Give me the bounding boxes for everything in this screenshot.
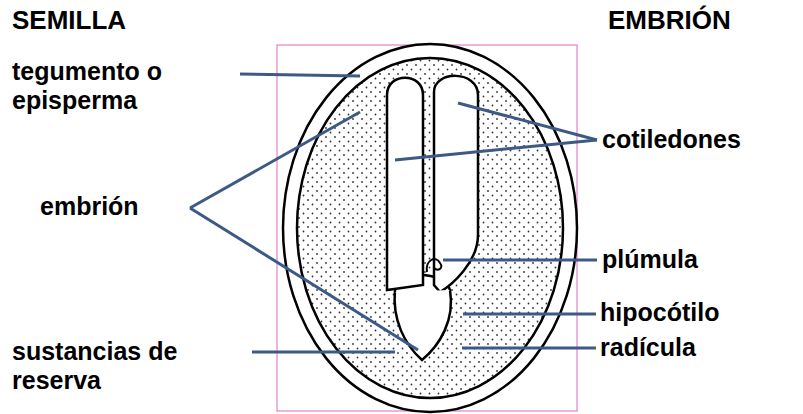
part-label: plúmula bbox=[602, 245, 797, 274]
seed-coat-outer bbox=[283, 44, 577, 412]
plumule bbox=[427, 259, 442, 272]
part-label: tegumento o episperma bbox=[12, 57, 237, 115]
leader-lines bbox=[190, 74, 597, 352]
part-label: cotiledones bbox=[602, 125, 800, 154]
part-label: embrión bbox=[40, 192, 190, 221]
part-label: sustancias de reserva bbox=[12, 337, 247, 395]
frame bbox=[277, 45, 577, 411]
cotyledon-left bbox=[387, 78, 423, 290]
heading: SEMILLA bbox=[12, 6, 252, 35]
heading: EMBRIÓN bbox=[608, 6, 798, 35]
part-label: hipocótilo bbox=[600, 298, 798, 327]
part-label: radícula bbox=[600, 333, 798, 362]
